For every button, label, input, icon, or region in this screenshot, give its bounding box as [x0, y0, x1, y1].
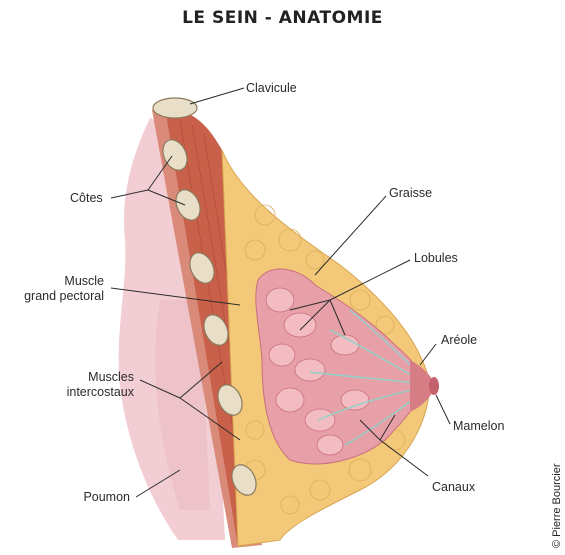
label-clavicule: Clavicule	[246, 81, 297, 95]
label-canaux: Canaux	[432, 480, 476, 494]
label-muscle-line1: Muscle	[64, 274, 104, 288]
label-lobules: Lobules	[414, 251, 458, 265]
label-intercostaux-line2: intercostaux	[67, 385, 135, 399]
credit-text: © Pierre Bourcier	[551, 463, 563, 548]
label-mamelon: Mamelon	[453, 419, 504, 433]
nipple	[429, 377, 439, 395]
label-cotes: Côtes	[70, 191, 103, 205]
label-poumon: Poumon	[83, 490, 130, 504]
label-intercostaux-line1: Muscles	[88, 370, 134, 384]
label-graisse: Graisse	[389, 186, 432, 200]
label-areole: Aréole	[441, 333, 477, 347]
clavicle-bone	[153, 98, 197, 118]
label-muscle-line2: grand pectoral	[24, 289, 104, 303]
